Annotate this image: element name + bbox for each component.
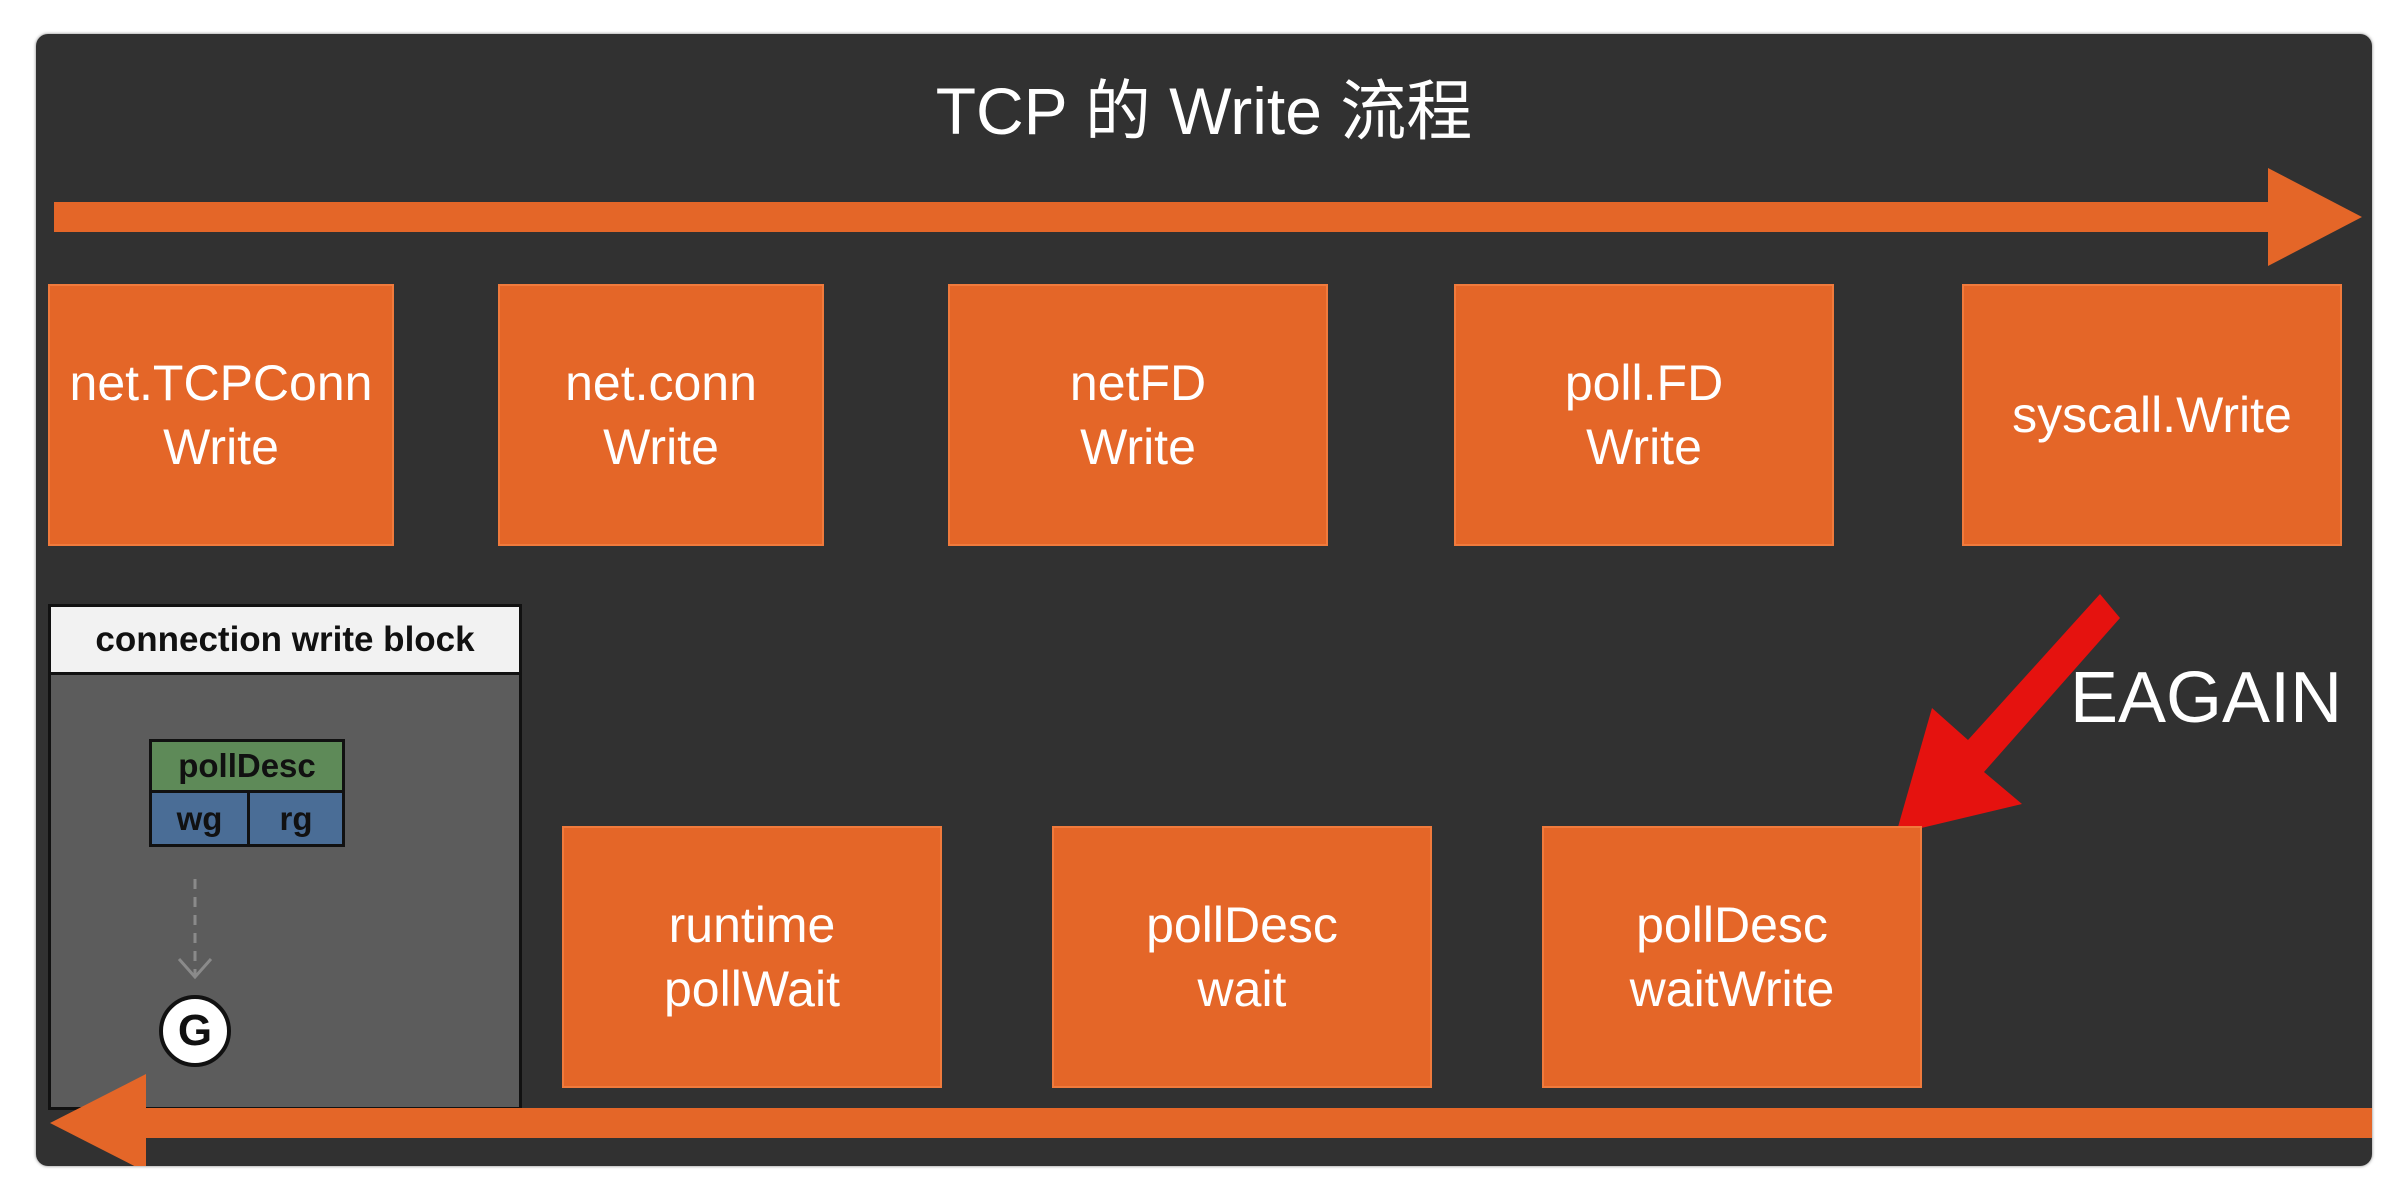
box-label-line2: wait: [1197, 961, 1287, 1017]
box-label-line1: net.conn: [565, 355, 757, 411]
box-netfd-write: netFD Write: [948, 284, 1328, 546]
eagain-arrow-icon: [1896, 594, 2120, 834]
box-runtime-pollwait: runtime pollWait: [562, 826, 942, 1088]
connection-write-block-header: connection write block: [51, 607, 519, 675]
box-label-line1: net.TCPConn: [69, 355, 373, 411]
box-label-line1: pollDesc: [1636, 897, 1828, 953]
wg-field: wg: [152, 793, 250, 844]
box-label-line1: pollDesc: [1146, 897, 1338, 953]
polldesc-struct: pollDesc wg rg: [149, 739, 345, 847]
box-polldesc-wait: pollDesc wait: [1052, 826, 1432, 1088]
top-flow-arrow-icon: [54, 168, 2362, 266]
box-syscall-write: syscall.Write: [1962, 284, 2342, 546]
box-label-line2: waitWrite: [1629, 961, 1835, 1017]
box-label-line2: Write: [1080, 419, 1196, 475]
box-label-line1: poll.FD: [1564, 355, 1724, 411]
goroutine-icon: G: [159, 995, 231, 1067]
diagram-title: TCP 的 Write 流程: [935, 74, 1473, 148]
box-label-line1: runtime: [668, 897, 836, 953]
polldesc-label: pollDesc: [152, 742, 342, 793]
box-label-line2: Write: [603, 419, 719, 475]
diagram-panel: TCP 的 Write 流程 net.TCPConn Write net.con…: [36, 34, 2372, 1166]
connection-write-block: connection write block pollDesc wg rg G: [48, 604, 522, 1110]
box-net-tcpconn-write: net.TCPConn Write: [48, 284, 394, 546]
rg-field: rg: [250, 793, 342, 844]
box-label-line2: Write: [1586, 419, 1702, 475]
box-label-line1: syscall.Write: [2012, 387, 2292, 443]
box-net-conn-write: net.conn Write: [498, 284, 824, 546]
box-poll-fd-write: poll.FD Write: [1454, 284, 1834, 546]
box-label-line2: pollWait: [664, 961, 840, 1017]
eagain-label: EAGAIN: [2070, 658, 2343, 738]
dashed-down-arrow-icon: [177, 879, 213, 980]
box-label-line1: netFD: [1069, 355, 1207, 411]
box-label-line2: Write: [163, 419, 279, 475]
bottom-flow-arrow-icon: [50, 1074, 2372, 1166]
box-polldesc-waitwrite: pollDesc waitWrite: [1542, 826, 1922, 1088]
